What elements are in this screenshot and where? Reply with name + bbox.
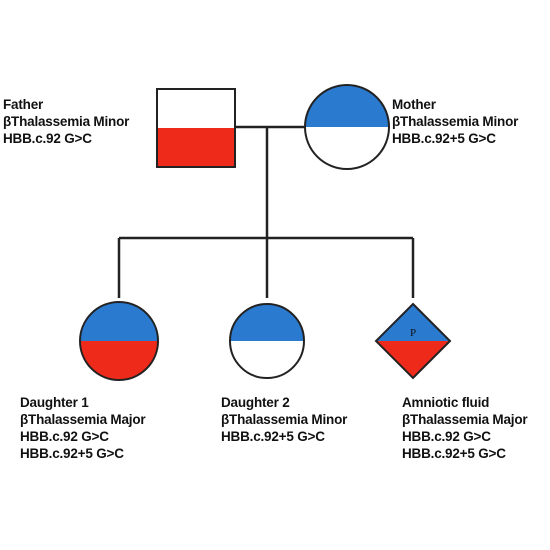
father-name: Father (3, 97, 44, 112)
fetus-upper-half (376, 304, 450, 341)
daughter2-symbol (229, 303, 305, 379)
daughter1-label: Daughter 1 βThalassemia Major HBB.c.92 G… (20, 394, 146, 462)
mother-phenotype: βThalassemia Minor (392, 114, 519, 129)
daughter2-lower-half (230, 341, 304, 378)
daughter2-outline (229, 303, 305, 379)
father-phenotype: βThalassemia Minor (3, 114, 130, 129)
fetus-label: Amniotic fluid βThalassemia Major HBB.c.… (402, 394, 528, 462)
mother-lower-half (305, 127, 389, 169)
daughter1-outline (79, 301, 159, 381)
mother-genotype-1: HBB.c.92+5 G>C (392, 131, 496, 146)
daughter1-upper-half (80, 302, 158, 341)
father-outline (156, 88, 236, 168)
fetus-genotype-1: HBB.c.92 G>C (402, 429, 491, 444)
mother-symbol (304, 84, 390, 170)
father-lower-half (157, 128, 235, 167)
daughter2-name: Daughter 2 (221, 395, 290, 410)
father-upper-half (157, 89, 235, 128)
father-label: Father βThalassemia Minor HBB.c.92 G>C (3, 96, 129, 147)
mother-label: Mother βThalassemia Minor HBB.c.92+5 G>C (392, 96, 518, 147)
fetus-genotype-2: HBB.c.92+5 G>C (402, 446, 506, 461)
daughter1-name: Daughter 1 (20, 395, 89, 410)
father-genotype-1: HBB.c.92 G>C (3, 131, 92, 146)
mother-upper-half (305, 85, 389, 127)
mother-name: Mother (392, 97, 436, 112)
fetus-name: Amniotic fluid (402, 395, 490, 410)
fetus-outline (374, 302, 452, 380)
daughter2-phenotype: βThalassemia Minor (221, 412, 348, 427)
pedigree-lines (117, 125, 415, 298)
mother-outline (304, 84, 390, 170)
daughter1-genotype-1: HBB.c.92 G>C (20, 429, 109, 444)
daughter1-symbol (79, 301, 159, 381)
fetus-phenotype: βThalassemia Major (402, 412, 528, 427)
daughter1-phenotype: βThalassemia Major (20, 412, 146, 427)
daughter1-lower-half (80, 341, 158, 380)
fetus-symbol: P (374, 302, 452, 380)
daughter2-label: Daughter 2 βThalassemia Minor HBB.c.92+5… (221, 394, 347, 445)
fetus-lower-half (376, 341, 450, 378)
daughter2-upper-half (230, 304, 304, 341)
daughter1-genotype-2: HBB.c.92+5 G>C (20, 446, 124, 461)
daughter2-genotype-1: HBB.c.92+5 G>C (221, 429, 325, 444)
pregnancy-mark: P (410, 327, 416, 339)
father-symbol (156, 88, 236, 168)
